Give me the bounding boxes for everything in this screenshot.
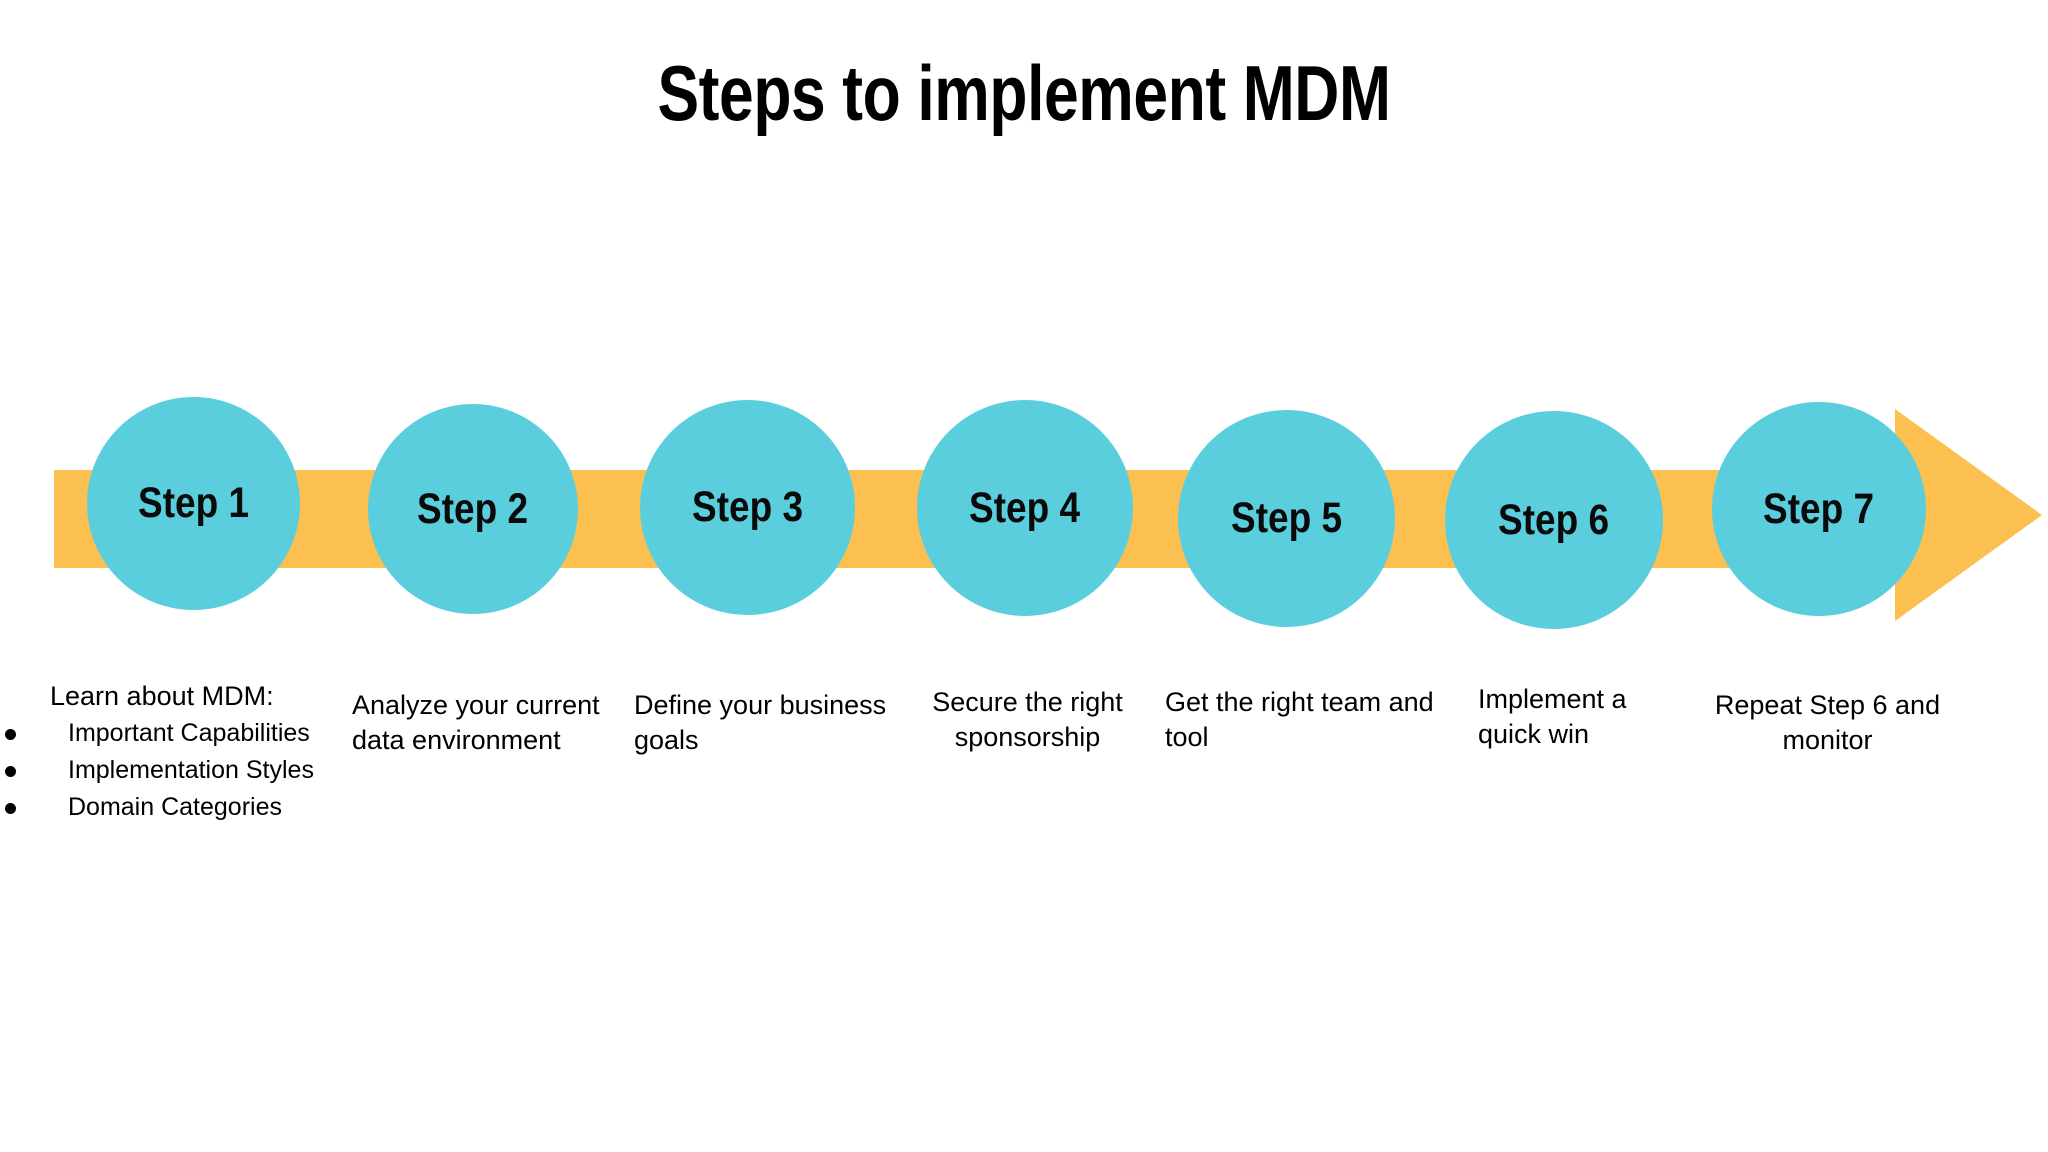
step-label-5: Step 5 — [1231, 494, 1342, 542]
step-1-bullet-list: Important Capabilities Implementation St… — [0, 715, 360, 826]
step-label-4: Step 4 — [969, 483, 1081, 532]
list-item: Implementation Styles — [0, 752, 360, 789]
step-label-3: Step 3 — [692, 483, 803, 531]
step-caption-3: Define your business goals — [634, 690, 887, 755]
step-caption-2: Analyze your current data environment — [352, 690, 600, 755]
step-caption-6: Implement a quick win — [1478, 684, 1627, 749]
bullet-dot-icon — [5, 765, 16, 777]
page-title: Steps to implement MDM — [657, 49, 1391, 137]
bullet-label: Domain Categories — [68, 793, 282, 821]
step-circle-2[interactable]: Step 2 — [368, 404, 578, 614]
step-circle-5[interactable]: Step 5 — [1178, 410, 1395, 627]
list-item: Domain Categories — [0, 789, 360, 826]
step-caption-1: Learn about MDM: — [50, 681, 274, 711]
step-circle-6[interactable]: Step 6 — [1445, 411, 1663, 629]
bullet-dot-icon — [5, 802, 16, 814]
step-label-6: Step 6 — [1498, 495, 1610, 544]
list-item: Important Capabilities — [0, 715, 360, 752]
bullet-label: Important Capabilities — [68, 719, 310, 747]
step-circle-4[interactable]: Step 4 — [917, 400, 1133, 616]
step-caption-5: Get the right team and tool — [1165, 687, 1434, 752]
bullet-dot-icon — [5, 728, 16, 740]
step-circle-3[interactable]: Step 3 — [640, 400, 855, 615]
step-label-2: Step 2 — [417, 484, 529, 533]
step-circle-7[interactable]: Step 7 — [1712, 402, 1926, 616]
step-circle-1[interactable]: Step 1 — [87, 397, 300, 610]
bullet-label: Implementation Styles — [68, 756, 314, 784]
step-label-1: Step 1 — [138, 479, 249, 527]
step-caption-7: Repeat Step 6 and monitor — [1714, 690, 1941, 755]
step-caption-4: Secure the right sponsorship — [932, 687, 1123, 752]
step-label-7: Step 7 — [1763, 484, 1875, 533]
